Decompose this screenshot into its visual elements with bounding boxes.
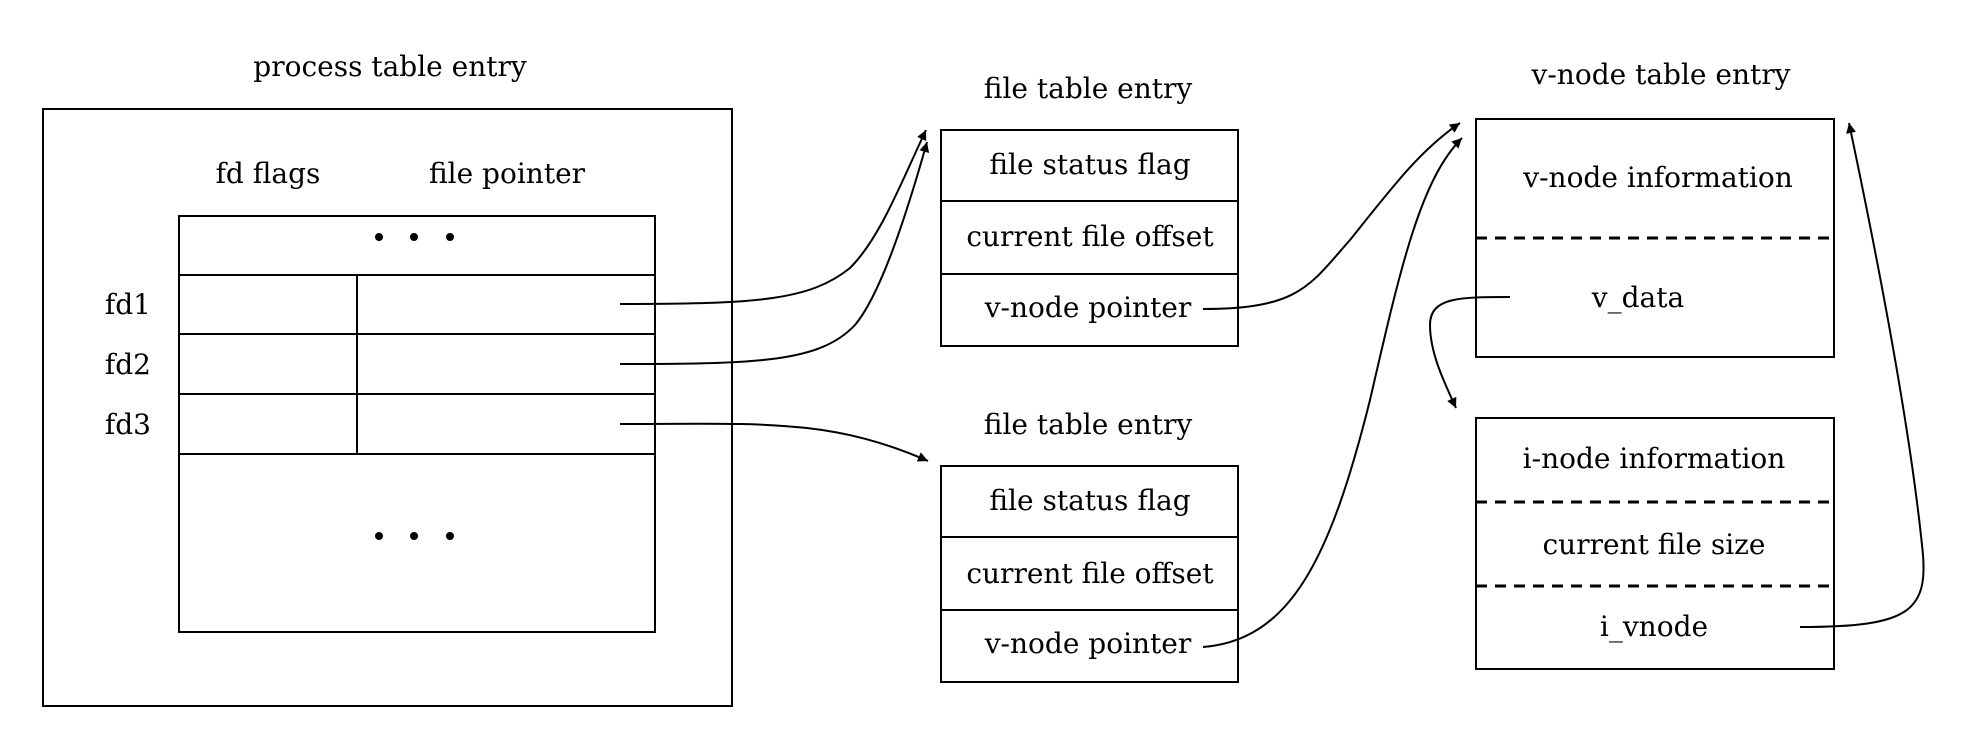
vnode-table-title: v-node table entry (1531, 58, 1791, 91)
file-pointer-header: file pointer (429, 157, 586, 190)
pointer-arrows (619, 122, 1925, 648)
arrow-fd2-to-file-table-1 (619, 141, 930, 365)
fd-table (178, 215, 656, 633)
i-vnode-field: i_vnode (1600, 610, 1708, 643)
file-table-entry-1: file table entry file status flag curren… (940, 72, 1239, 347)
file-table-2-box (940, 465, 1239, 683)
v-data-field: v_data (1591, 281, 1684, 314)
fd1-label: fd1 (105, 288, 151, 321)
current-file-size: current file size (1543, 528, 1766, 561)
file-table-1-box (940, 129, 1239, 347)
file-table-entry-2: file table entry file status flag curren… (940, 408, 1239, 683)
process-table-box (42, 108, 733, 707)
file-table-2-file-offset: current file offset (966, 557, 1214, 590)
file-table-2-vnode-pointer: v-node pointer (984, 627, 1192, 660)
ellipsis-bottom (375, 532, 454, 540)
arrow-file-table-2-to-vnode (1202, 137, 1463, 648)
process-table-entry: process table entry fd flags file pointe… (42, 50, 733, 707)
file-table-1-file-offset: current file offset (966, 220, 1214, 253)
fd3-label: fd3 (105, 408, 151, 441)
vnode-table-entry: v-node table entry v-node information v_… (1475, 58, 1835, 670)
inode-information: i-node information (1523, 442, 1786, 475)
process-table-title: process table entry (253, 50, 527, 83)
vnode-information: v-node information (1522, 161, 1793, 194)
file-table-1-status-flag: file status flag (989, 148, 1190, 181)
arrow-i-vnode-to-vnode (1799, 122, 1925, 628)
fd-flags-header: fd flags (216, 157, 321, 190)
file-table-2-status-flag: file status flag (989, 484, 1190, 517)
arrow-fd3-to-file-table-2 (619, 422, 929, 462)
fd2-label: fd2 (105, 348, 151, 381)
arrow-file-table-1-to-vnode (1202, 122, 1461, 310)
arrow-v-data-to-inode (1428, 296, 1511, 409)
inode-box (1475, 417, 1835, 670)
file-table-2-title: file table entry (984, 408, 1193, 441)
file-table-1-title: file table entry (984, 72, 1193, 105)
file-table-1-vnode-pointer: v-node pointer (984, 291, 1192, 324)
arrow-fd1-to-file-table-1 (619, 129, 927, 305)
ellipsis-top (375, 233, 454, 241)
